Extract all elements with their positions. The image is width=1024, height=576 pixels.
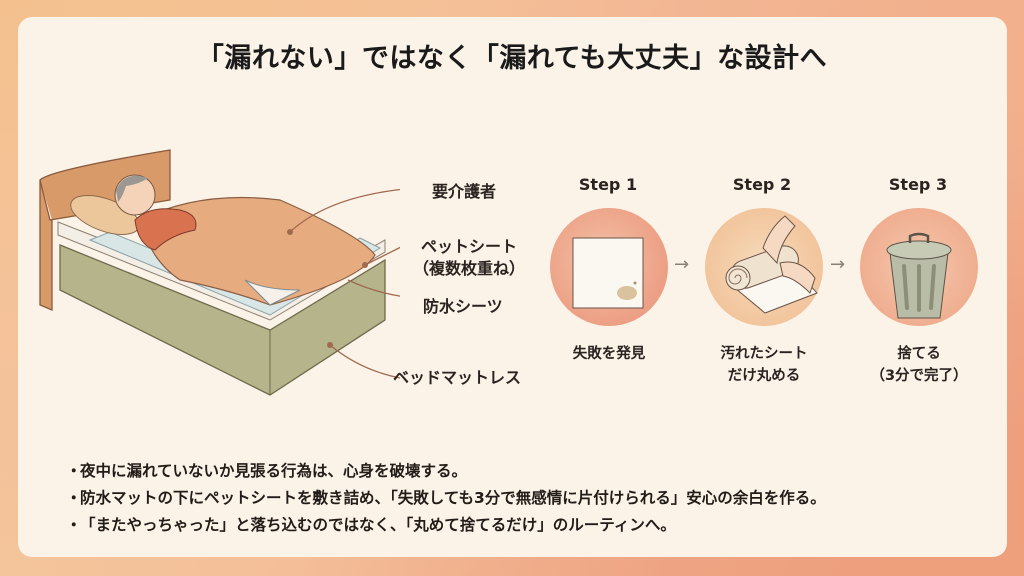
step-3-caption-line2: （3分で完了） (870, 368, 968, 384)
step-3-label: Step 3 (888, 175, 948, 194)
slide-card (18, 17, 1007, 557)
bed-illustration (39, 149, 400, 396)
step-1-circle (550, 208, 668, 326)
bullet-marker: ・ (66, 462, 82, 480)
step-1-caption-line1: 失敗を発見 (572, 346, 646, 362)
callout-bed-mattress: ベッドマットレス (393, 368, 522, 387)
bullet-item: ・「またやっちゃった」と落ち込むのではなく、「丸めて捨てるだけ」のルーティンへ。 (66, 512, 826, 539)
callout-waterproof-sheet: 防水シーツ (423, 297, 503, 316)
rolling-sheet-icon (725, 215, 818, 314)
callout-pet-sheet: ペットシート （複数枚重ね） (413, 236, 525, 280)
bullet-marker: ・ (66, 489, 82, 507)
bullet-text: 夜中に漏れていないか見張る行為は、心身を破壊する。 (80, 462, 468, 480)
trash-can-icon (886, 232, 952, 319)
step-1-label: Step 1 (578, 175, 638, 194)
step-2-caption: 汚れたシート だけ丸める (689, 343, 839, 387)
step-2-circle (705, 208, 823, 326)
person-arm (134, 208, 197, 251)
bullet-text: 防水マットの下にペットシートを敷き詰め、「失敗しても3分で無感情に片付けられる」… (80, 489, 826, 507)
callout-pet-sheet-line2: （複数枚重ね） (413, 259, 526, 278)
bullet-item: ・防水マットの下にペットシートを敷き詰め、「失敗しても3分で無感情に片付けられる… (66, 485, 826, 512)
arrow-right-icon: → (674, 254, 690, 275)
step-2-label: Step 2 (732, 175, 792, 194)
callout-pet-sheet-line1: ペットシート (421, 237, 518, 256)
step-3-caption-line1: 捨てる (897, 346, 941, 362)
step-2-caption-line2: だけ丸める (727, 368, 801, 384)
blanket (139, 196, 376, 306)
bullet-text: 「またやっちゃった」と落ち込むのではなく、「丸めて捨てるだけ」のルーティンへ。 (80, 516, 676, 534)
bullet-marker: ・ (66, 516, 82, 534)
step-2-caption-line1: 汚れたシート (720, 346, 808, 362)
step-1-caption: 失敗を発見 (534, 343, 684, 365)
stained-sheet-icon (572, 237, 644, 309)
callout-caregivee: 要介護者 (432, 182, 497, 201)
bullet-item: ・夜中に漏れていないか見張る行為は、心身を破壊する。 (66, 458, 826, 485)
step-3-caption: 捨てる （3分で完了） (844, 343, 994, 387)
bullet-list: ・夜中に漏れていないか見張る行為は、心身を破壊する。 ・防水マットの下にペットシ… (66, 458, 826, 539)
slide-title: 「漏れない」ではなく「漏れても大丈夫」な設計へ (196, 43, 828, 74)
step-3-circle (860, 208, 978, 326)
arrow-right-icon: → (830, 254, 846, 275)
